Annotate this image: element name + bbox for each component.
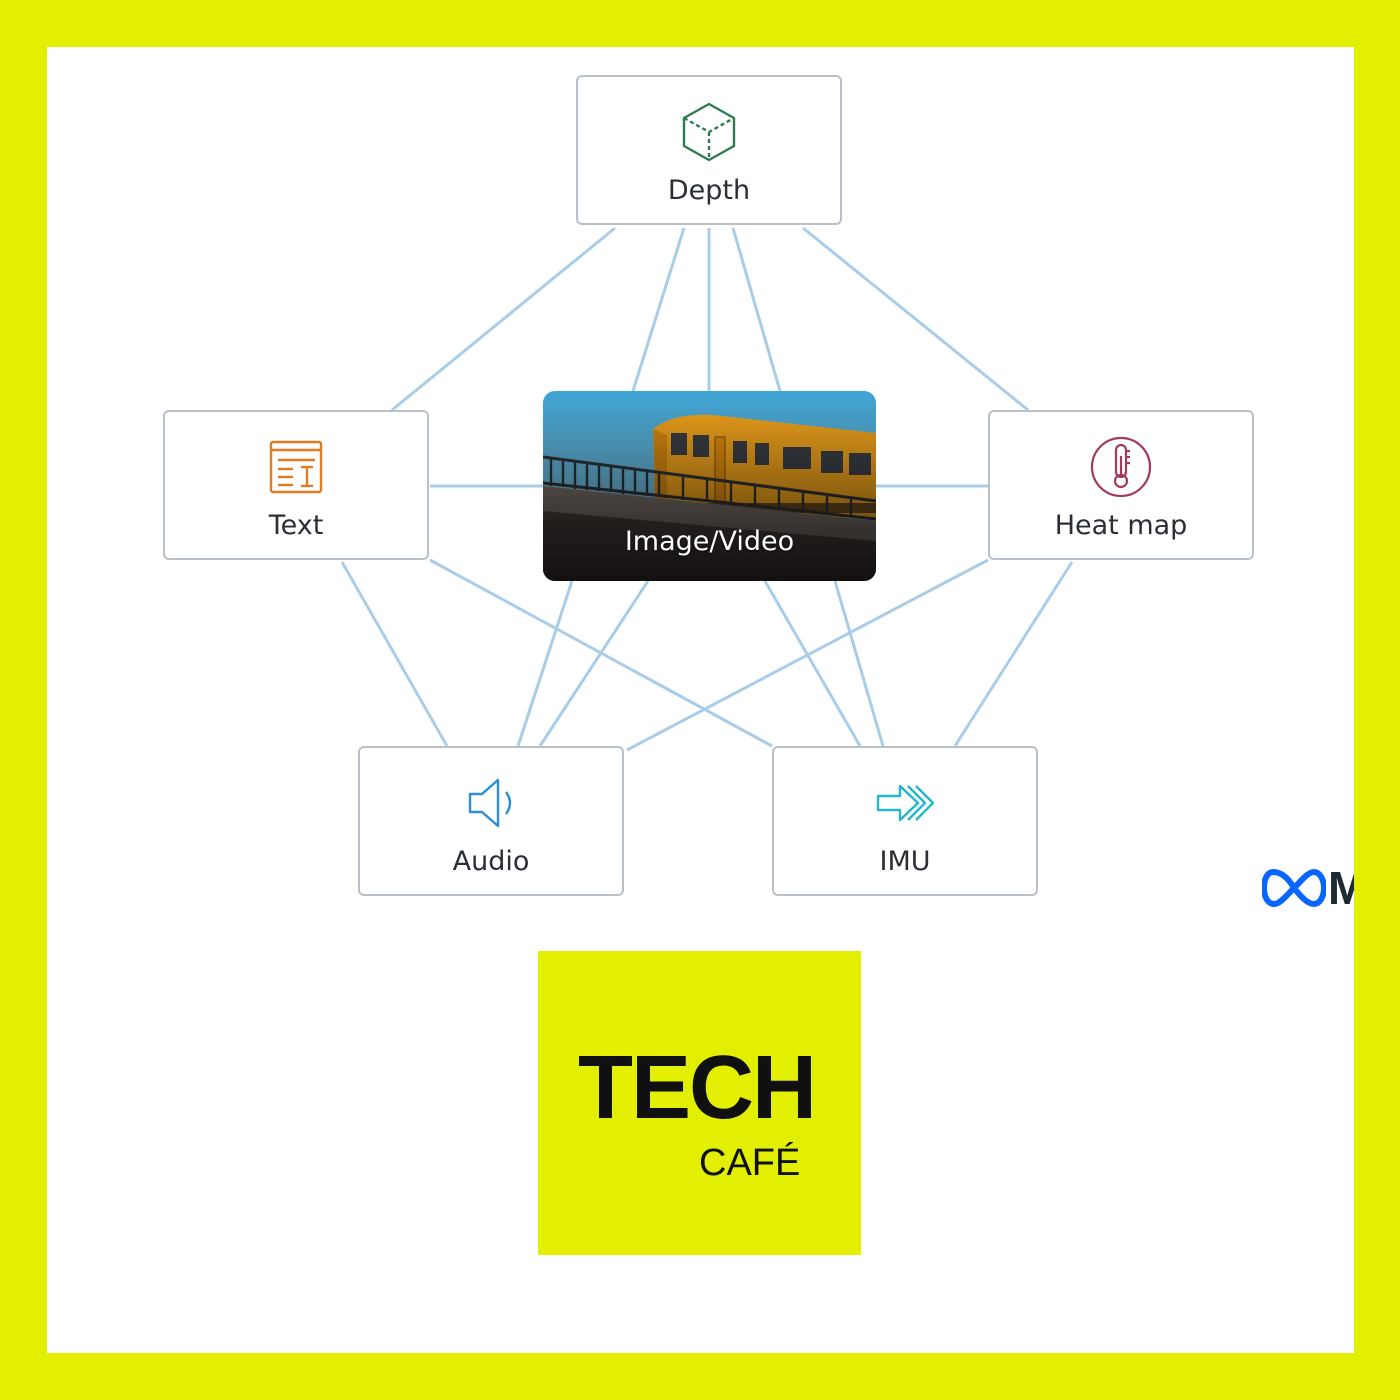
train-photo-icon	[543, 391, 876, 581]
motion-arrows-icon	[876, 784, 935, 822]
node-imu: IMU	[772, 746, 1038, 896]
edge-heatmap-imu	[953, 561, 1074, 747]
node-label-text: Text	[268, 510, 324, 541]
edge-depth-center-1	[631, 227, 686, 392]
meta-infinity-icon	[1261, 869, 1327, 907]
speaker-icon	[468, 778, 512, 828]
thermometer-icon	[1090, 436, 1152, 498]
node-text: Text	[163, 410, 429, 560]
text-document-icon	[269, 440, 323, 494]
node-heatmap: Heat map	[988, 410, 1254, 560]
edge-center-imu-2	[833, 580, 885, 747]
edge-depth-center-3	[731, 227, 782, 392]
meta-logo	[1261, 866, 1327, 910]
node-image-video: Image/Video	[543, 391, 876, 581]
brand-tech: TECH	[578, 1038, 817, 1138]
node-label-image-video: Image/Video	[624, 526, 795, 557]
edge-depth-text	[391, 226, 616, 412]
node-label-audio: Audio	[452, 846, 530, 877]
edge-center-imu-1	[763, 580, 862, 747]
node-label-heatmap: Heat map	[1054, 510, 1188, 541]
node-label-depth: Depth	[667, 175, 751, 206]
node-label-imu: IMU	[879, 846, 931, 877]
brand-cafe: CAFÉ	[699, 1142, 801, 1184]
node-audio: Audio	[358, 746, 624, 896]
cube-icon	[682, 102, 736, 162]
frame-right-border	[1354, 0, 1400, 1400]
node-depth: Depth	[576, 75, 842, 225]
edge-center-audio-1	[516, 580, 574, 747]
edge-center-audio-2	[538, 580, 650, 747]
meta-wordmark-letter: M	[1328, 862, 1354, 914]
edge-depth-heatmap	[802, 226, 1029, 412]
edge-text-audio	[340, 561, 449, 747]
tech-cafe-logo: TECH CAFÉ	[538, 951, 861, 1255]
